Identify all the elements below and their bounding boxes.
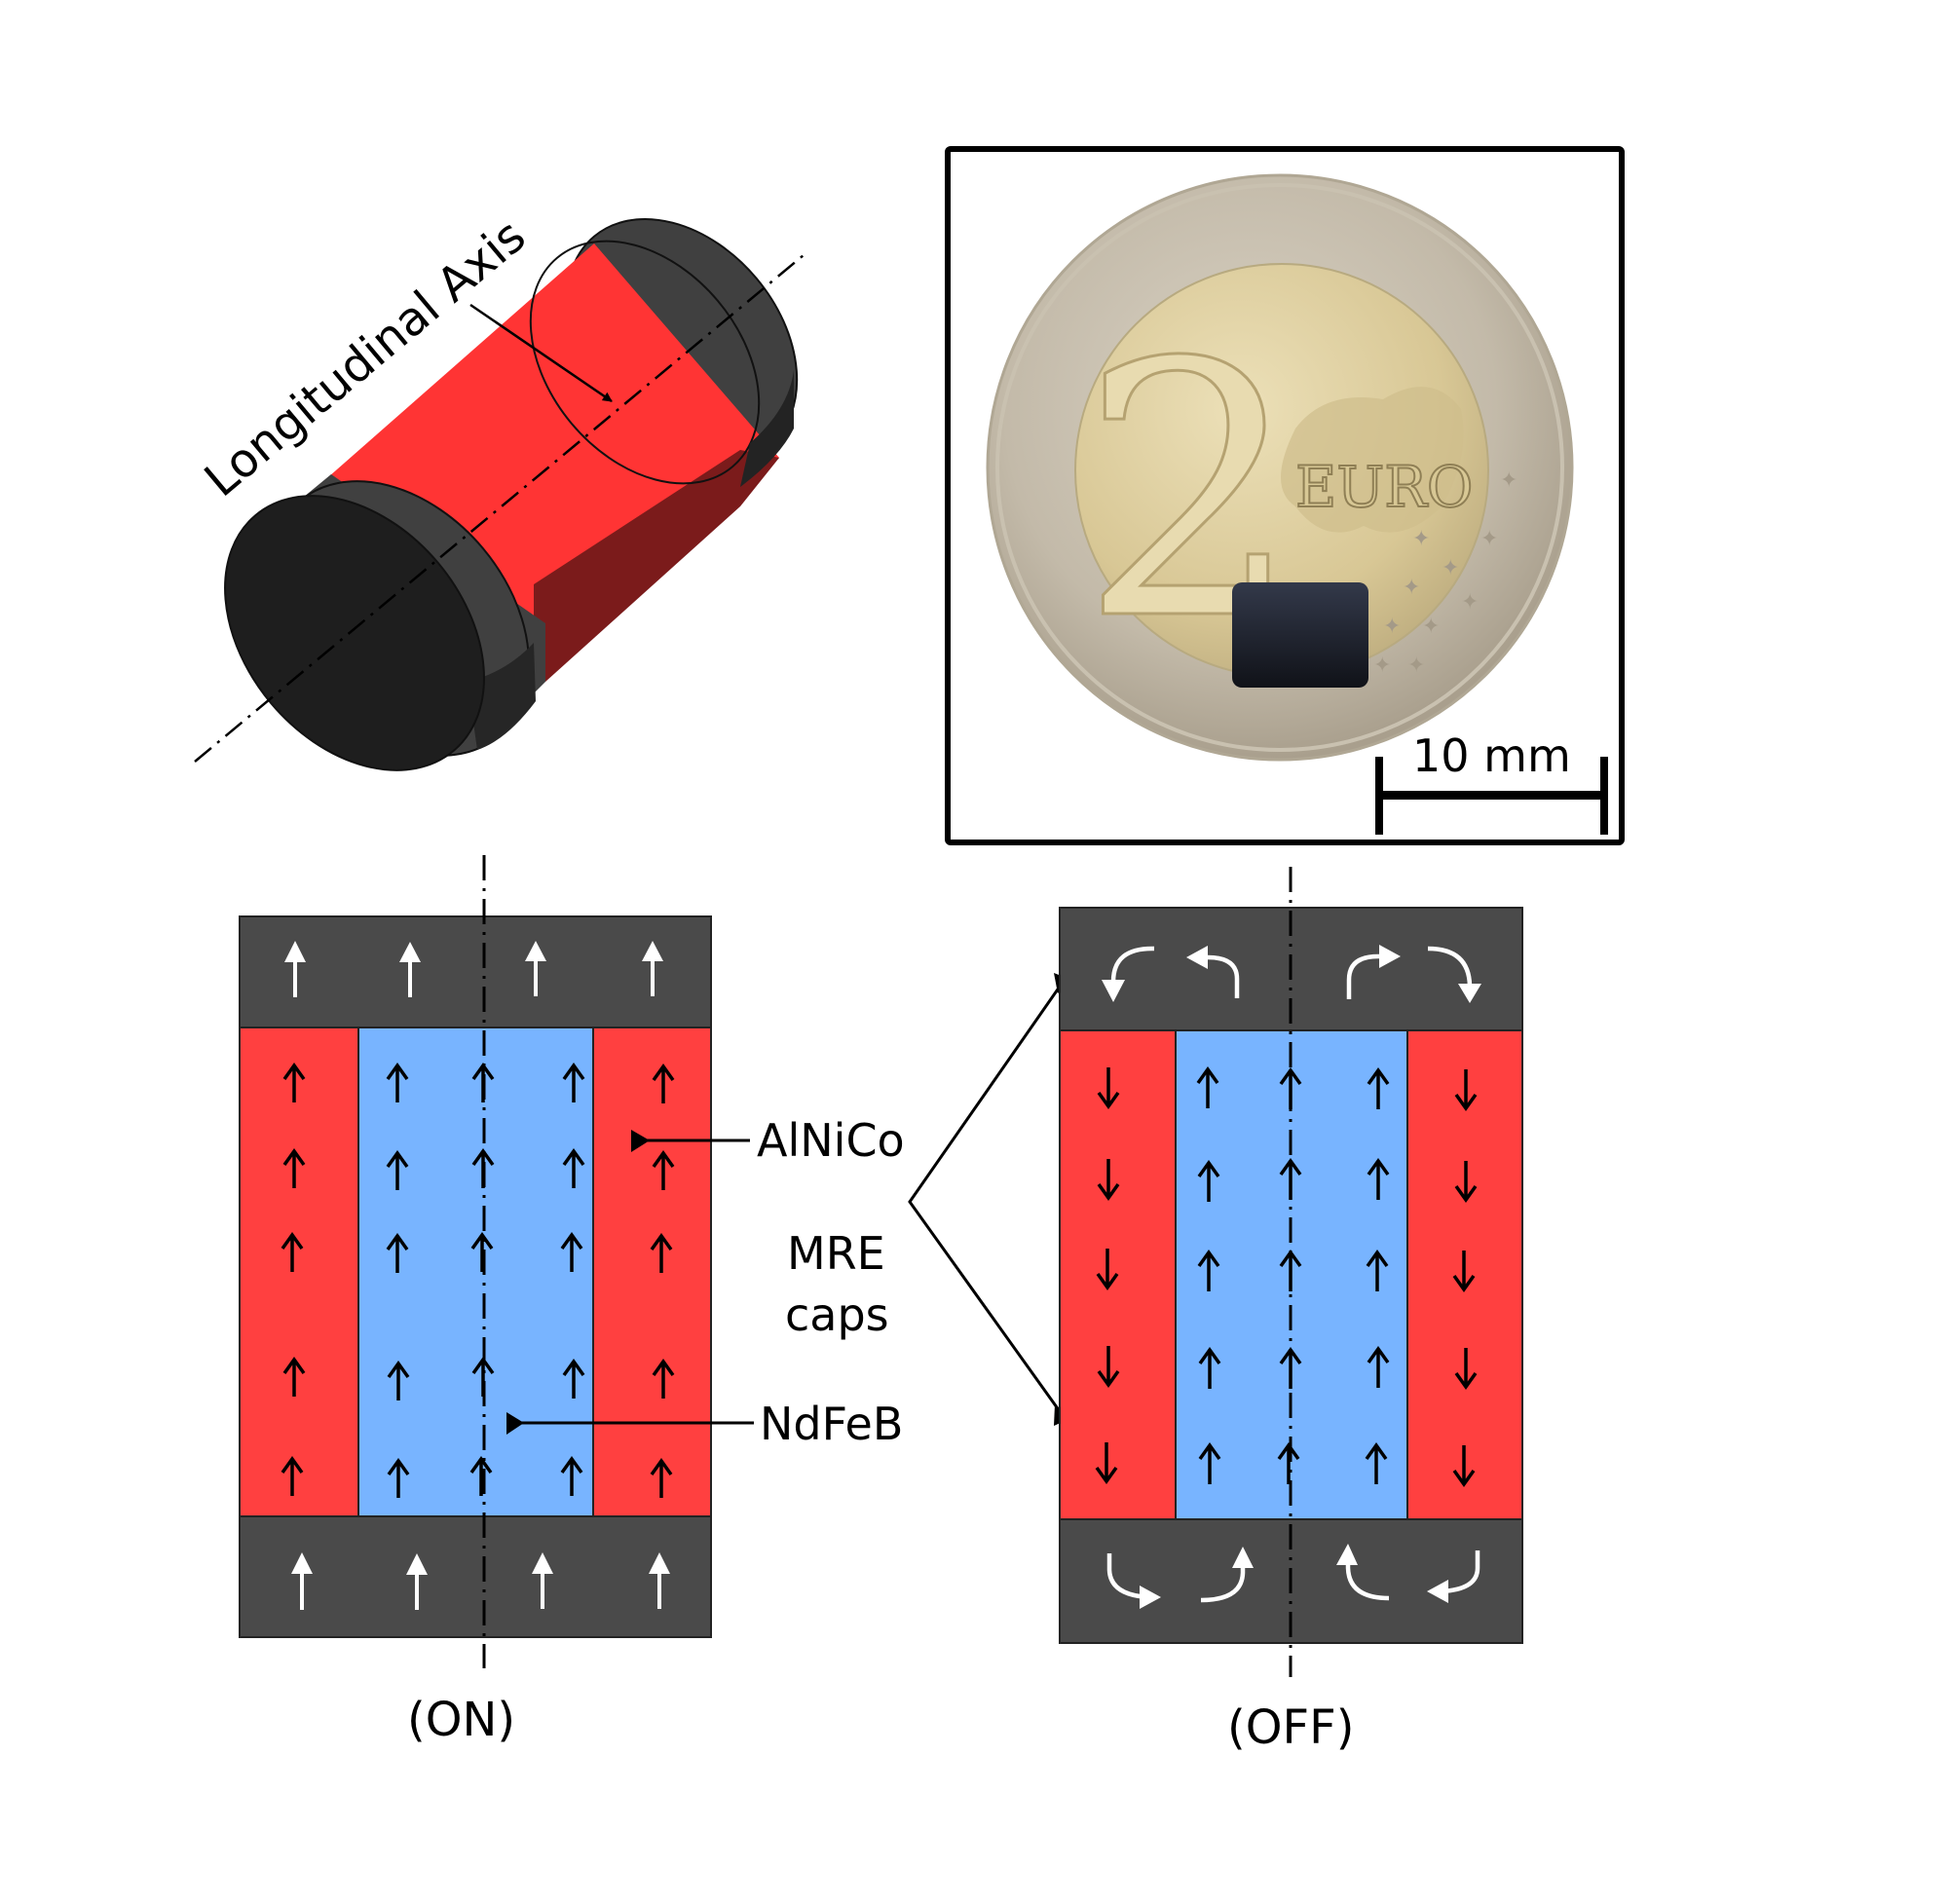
alnico-right	[592, 1027, 712, 1517]
curved-arrow-icon	[1110, 946, 1155, 983]
svg-text:✦: ✦	[1461, 590, 1479, 615]
arrow-up-icon	[532, 1552, 553, 1609]
back-cap-rim	[740, 370, 794, 487]
svg-text:✦: ✦	[1373, 653, 1391, 678]
arrow-up-icon	[291, 1552, 313, 1610]
svg-text:✦: ✦	[1442, 556, 1459, 580]
mre-label-line2: caps	[785, 1288, 889, 1341]
scale-bar: 10 mm	[1375, 729, 1608, 835]
arrow-up-icon	[284, 941, 306, 997]
curved-arrow-icon	[1200, 1566, 1246, 1603]
on-caption: (ON)	[407, 1693, 515, 1747]
longitudinal-axis-line	[194, 254, 805, 763]
coin-euro-text: EURO	[1295, 454, 1473, 520]
curved-arrow-icon	[1427, 946, 1473, 987]
scale-bar-label: 10 mm	[1412, 729, 1571, 782]
top-mre-cap	[239, 915, 712, 1028]
svg-text:✦: ✦	[1383, 615, 1401, 639]
curved-arrow-icon	[1200, 954, 1240, 998]
arrow-up-icon	[406, 1553, 428, 1610]
core-shadow	[534, 450, 779, 682]
mre-leader-lines	[908, 983, 1064, 1415]
cap-field-arrows	[1106, 946, 1480, 1603]
alnico-label: AlNiCo	[757, 1114, 905, 1167]
coin-map	[1281, 387, 1464, 533]
photo-panel: 2 EURO ✦ ✦ ✦ ✦ ✦ ✦ ✦ ✦ ✦ ✦	[945, 146, 1625, 845]
alnico-left	[239, 1027, 359, 1517]
arrow-down-icon	[1095, 1067, 1478, 1488]
arrow-up-icon	[281, 1231, 673, 1273]
curved-arrow-icon	[1345, 1563, 1390, 1601]
arrow-up-icon	[281, 1455, 673, 1498]
arrow-up-icon	[642, 941, 663, 996]
arrow-up-icon	[525, 941, 546, 996]
svg-text:✦: ✦	[1403, 576, 1420, 600]
svg-text:✦: ✦	[1480, 527, 1498, 551]
arrow-up-icon	[399, 942, 421, 997]
ndfeb-leader-arrowhead	[506, 1412, 524, 1435]
off-state-diagram: (OFF)	[1059, 867, 1523, 1755]
curved-arrow-icon	[1441, 1550, 1480, 1594]
svg-text:✦: ✦	[1412, 527, 1430, 551]
on-state-diagram: (ON)	[239, 855, 712, 1747]
front-cap-shade	[468, 643, 536, 750]
ndfeb-core	[357, 1027, 594, 1517]
svg-text:✦: ✦	[1407, 653, 1425, 678]
core-field-arrows	[281, 1062, 675, 1498]
ndfeb-label: NdFeB	[760, 1398, 903, 1450]
curved-arrow-icon	[1346, 953, 1383, 999]
arrow-up-icon	[282, 1062, 675, 1103]
off-caption: (OFF)	[1227, 1700, 1354, 1755]
bottom-mre-cap	[239, 1515, 712, 1638]
arrow-up-icon	[649, 1552, 670, 1609]
cap-arrowheads	[1102, 945, 1481, 1609]
material-labels: AlNiCo MRE caps NdFeB	[506, 973, 1071, 1450]
core-rear-edge	[529, 240, 761, 485]
svg-text:✦: ✦	[1500, 468, 1517, 493]
isometric-cylinder: Longitudinal Axis	[194, 208, 805, 771]
svg-text:✦: ✦	[1422, 615, 1440, 639]
cap-field-arrows	[284, 941, 670, 1610]
coin-photo: 2 EURO ✦ ✦ ✦ ✦ ✦ ✦ ✦ ✦ ✦ ✦	[986, 173, 1574, 762]
sample-cylinder	[1232, 582, 1368, 688]
front-face	[224, 495, 485, 771]
axis-pointer-arrow	[469, 303, 613, 403]
alnico-leader-arrowhead	[631, 1130, 650, 1152]
mre-label-line1: MRE	[787, 1227, 885, 1280]
coin-stars: ✦ ✦ ✦ ✦ ✦ ✦ ✦ ✦ ✦ ✦	[1373, 468, 1517, 678]
